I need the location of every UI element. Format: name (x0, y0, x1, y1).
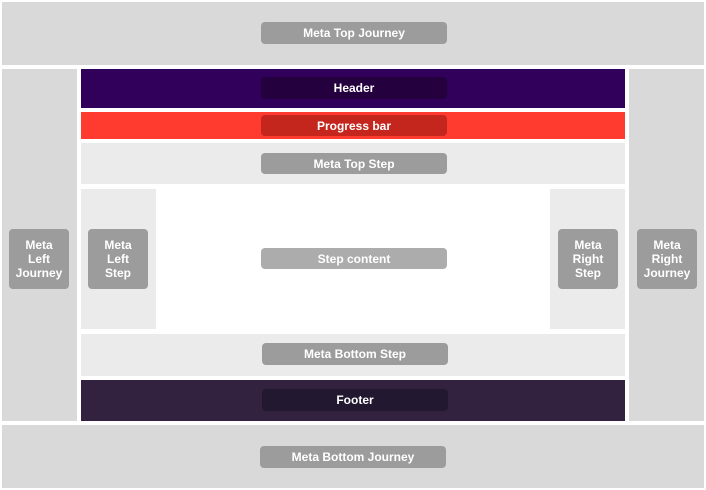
meta-top-journey-region: Meta Top Journey (2, 2, 704, 65)
footer-label: Footer (262, 389, 448, 411)
step-content-label: Step content (261, 248, 447, 269)
meta-right-journey-label: Meta Right Journey (637, 229, 697, 289)
meta-top-step-label: Meta Top Step (261, 153, 447, 174)
meta-left-journey-label: Meta Left Journey (9, 229, 69, 289)
meta-right-step-label: Meta Right Step (558, 229, 618, 289)
meta-right-journey-region: Meta Right Journey (629, 69, 704, 421)
meta-top-step-region: Meta Top Step (81, 143, 625, 184)
meta-right-step-region: Meta Right Step (550, 189, 625, 329)
meta-bottom-step-region: Meta Bottom Step (81, 334, 625, 376)
step-content-region: Step content (156, 189, 550, 329)
footer-region: Footer (81, 380, 625, 421)
progress-bar-region: Progress bar (81, 112, 625, 139)
meta-left-journey-region: Meta Left Journey (2, 69, 77, 421)
meta-left-step-label: Meta Left Step (88, 229, 148, 289)
meta-left-step-region: Meta Left Step (81, 189, 156, 329)
header-region: Header (81, 69, 625, 108)
meta-bottom-journey-region: Meta Bottom Journey (2, 425, 704, 488)
meta-bottom-step-label: Meta Bottom Step (262, 343, 448, 365)
meta-bottom-journey-label: Meta Bottom Journey (260, 446, 446, 468)
progress-bar-label: Progress bar (261, 115, 447, 136)
meta-top-journey-label: Meta Top Journey (261, 22, 447, 44)
header-label: Header (261, 77, 447, 99)
